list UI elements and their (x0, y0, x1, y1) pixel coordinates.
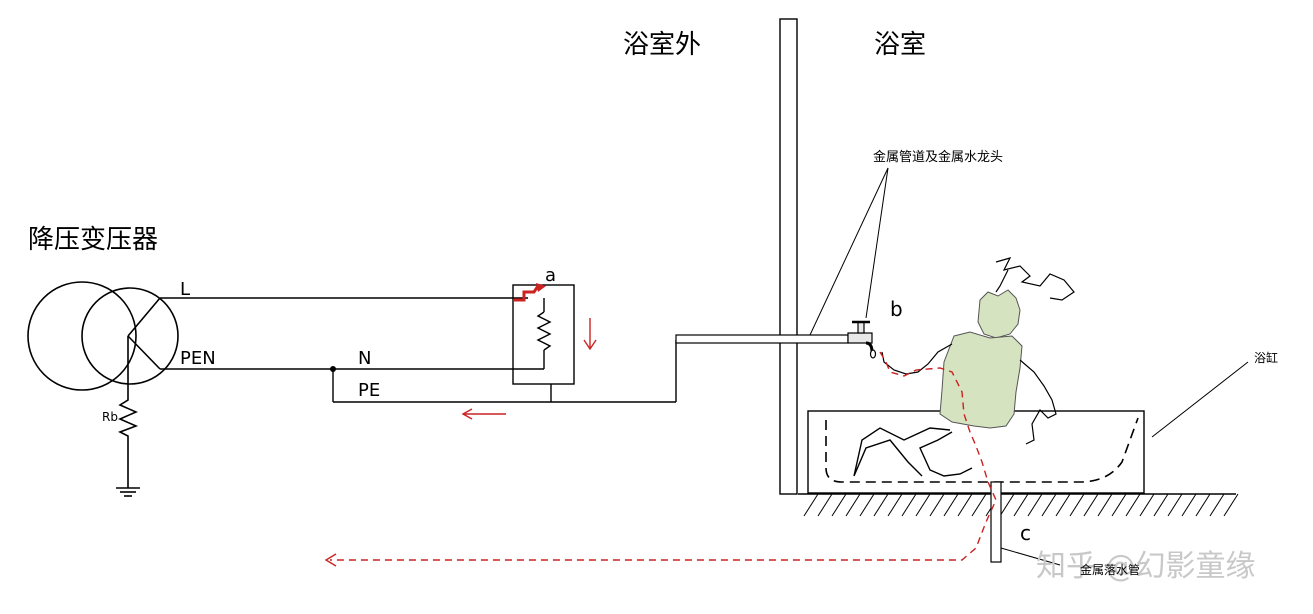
wall (779, 18, 798, 495)
label-c: c (1020, 521, 1031, 545)
shock-current-path (330, 351, 997, 561)
label-outside: 浴室外 (623, 30, 701, 60)
floor-hatch-line (943, 493, 959, 517)
bathtub-water-line (825, 417, 1139, 483)
floor-hatch-line (1153, 493, 1169, 517)
person-hair (995, 257, 1075, 301)
current-arrow-left-icon (461, 408, 506, 420)
fault-spark-icon (514, 285, 540, 302)
floor-hatch-line (1209, 493, 1225, 517)
person-arm-left (881, 343, 953, 375)
floor-hatch-line (803, 493, 819, 517)
shock-current-arrowhead-icon (324, 553, 337, 567)
resistor-rb (118, 388, 139, 488)
faucet-icon (847, 320, 877, 359)
floor-hatch-line (1055, 493, 1071, 517)
transformer-symbol (27, 281, 179, 391)
floor-hatch-line (859, 493, 875, 517)
label-rb: Rb (102, 410, 118, 424)
bathtub-callout (1151, 361, 1249, 438)
transformer-primary-coil (27, 281, 137, 391)
metal-pipe (675, 334, 849, 344)
floor-hatch-line (1195, 493, 1211, 517)
label-l: L (180, 279, 190, 300)
appliance-enclosure (512, 284, 575, 385)
neutral-earthing (116, 388, 140, 497)
floor (798, 493, 1239, 517)
label-bathtub: 浴缸 (1254, 350, 1278, 365)
label-b: b (890, 297, 903, 321)
floor-hatch-line (1013, 493, 1029, 517)
floor-hatch-line (1083, 493, 1099, 517)
person (853, 257, 1075, 477)
floor-hatch-line (1027, 493, 1043, 517)
current-arrow-down-icon (583, 318, 597, 351)
floor-hatch-line (971, 493, 987, 517)
circuit-wires (160, 297, 677, 403)
label-pen: PEN (180, 348, 216, 369)
floor-hatch-line (1125, 493, 1141, 517)
floor-hatch-line (999, 493, 1015, 517)
label-pe: PE (358, 380, 380, 401)
floor-hatch-line (831, 493, 847, 517)
label-n: N (358, 348, 371, 369)
drain-callout (1000, 547, 1061, 566)
label-pipe-faucet: 金属管道及金属水龙头 (873, 149, 1003, 165)
star-arm-bottom (127, 335, 161, 370)
watermark: 知乎 @幻影童缘 (1036, 549, 1256, 584)
transformer-label: 降压变压器 (28, 225, 158, 255)
floor-hatch-line (1041, 493, 1057, 517)
transformer-secondary-coil (81, 287, 179, 385)
floor-hatch-line (845, 493, 861, 517)
person-arm-right (1019, 359, 1057, 445)
floor-hatch-line (1181, 493, 1197, 517)
appliance (512, 284, 575, 385)
heating-element (536, 311, 552, 351)
person-legs (853, 427, 973, 477)
floor-hatch-line (1223, 493, 1239, 517)
floor-hatch-line (1139, 493, 1155, 517)
floor-hatch-line (915, 493, 931, 517)
person-head (977, 289, 1021, 339)
floor-hatch-line (1111, 493, 1127, 517)
junction-dot (330, 366, 336, 372)
person-body (939, 331, 1023, 429)
floor-hatch-line (1069, 493, 1085, 517)
metal-drain-pipe (990, 481, 1002, 563)
floor-hatch-line (873, 493, 889, 517)
floor-hatch-line (817, 493, 833, 517)
floor-hatch-line (901, 493, 917, 517)
floor-hatch-line (1097, 493, 1113, 517)
floor-hatch-line (957, 493, 973, 517)
floor-hatch-line (929, 493, 945, 517)
pipe-faucet-callout (809, 167, 889, 336)
label-bathroom: 浴室 (874, 30, 926, 60)
floor-hatch-line (887, 493, 903, 517)
star-arm-top (127, 297, 161, 337)
label-a: a (545, 265, 556, 286)
fault-arrowhead-icon (536, 283, 546, 292)
label-drain-pipe: 金属落水管 (1080, 562, 1140, 577)
floor-hatch-line (1167, 493, 1183, 517)
